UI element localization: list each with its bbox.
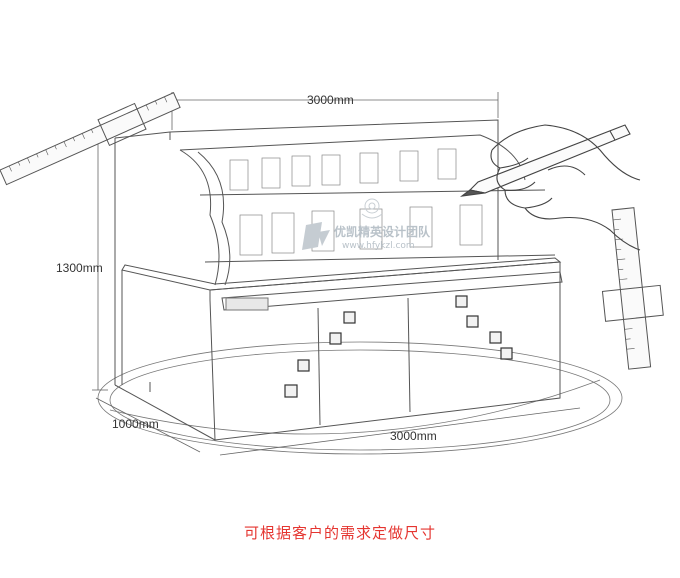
- dimension-width-top: 3000mm: [307, 93, 354, 107]
- door-tiles: [284, 295, 513, 398]
- watermark-ornament-icon: [361, 198, 383, 219]
- watermark: 优凯精英设计团队 www.hfykzl.com: [302, 198, 431, 251]
- dimension-lines: [92, 92, 581, 456]
- floor-ellipses: [97, 341, 623, 455]
- dimension-depth: 1000mm: [112, 417, 159, 431]
- dimension-width-bottom: 3000mm: [390, 429, 437, 443]
- hand-with-pencil-icon: [459, 124, 641, 251]
- watermark-url: www.hfykzl.com: [342, 241, 415, 251]
- shelf-dividers: [229, 148, 483, 256]
- watermark-name: 优凯精英设计团队: [334, 224, 431, 239]
- custom-size-caption: 可根据客户的需求定做尺寸: [243, 524, 436, 542]
- ruler-icon: [0, 92, 181, 186]
- cabinet-body: [114, 119, 563, 441]
- caliper-icon: [601, 207, 664, 370]
- watermark-logo-icon: [302, 222, 330, 250]
- dimension-height: 1300mm: [56, 261, 103, 275]
